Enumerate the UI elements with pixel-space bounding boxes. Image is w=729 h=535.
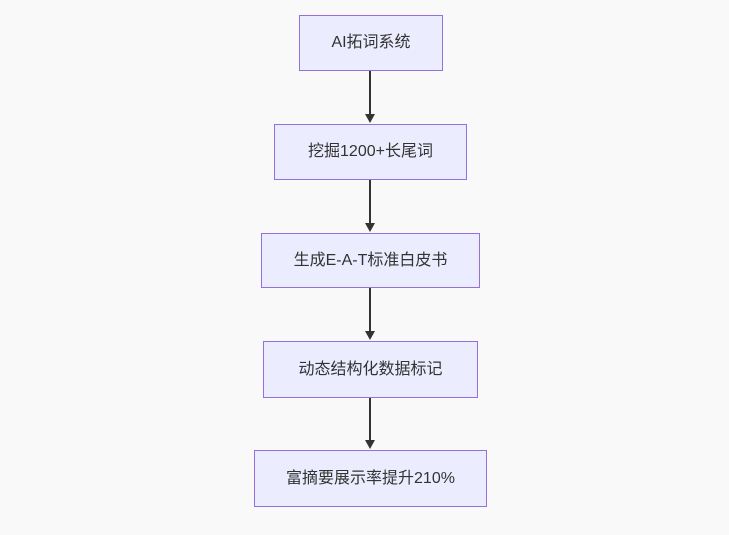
arrowhead-down-icon [365, 223, 375, 232]
flowchart-node-rich-snippet-uplift: 富摘要展示率提升210% [254, 450, 487, 507]
edge-line [369, 180, 371, 223]
flowchart-edge-2 [365, 180, 375, 232]
edge-line [369, 398, 371, 440]
flowchart-node-eat-whitepaper: 生成E-A-T标准白皮书 [261, 233, 480, 288]
flowchart-node-ai-keyword-system: AI拓词系统 [299, 15, 443, 71]
node-label: AI拓词系统 [331, 34, 411, 52]
flowchart-node-longtail-mining: 挖掘1200+长尾词 [274, 124, 467, 180]
node-label: 富摘要展示率提升210% [286, 469, 455, 487]
edge-line [369, 288, 371, 331]
arrowhead-down-icon [365, 440, 375, 449]
flowchart-edge-1 [365, 71, 375, 123]
arrowhead-down-icon [365, 114, 375, 123]
node-label: 生成E-A-T标准白皮书 [293, 251, 448, 269]
node-label: 动态结构化数据标记 [298, 360, 443, 378]
edge-line [369, 71, 371, 114]
flowchart-edge-3 [365, 288, 375, 340]
arrowhead-down-icon [365, 331, 375, 340]
flowchart-edge-4 [365, 398, 375, 449]
flowchart-node-structured-data-markup: 动态结构化数据标记 [263, 341, 478, 398]
node-label: 挖掘1200+长尾词 [308, 143, 433, 161]
